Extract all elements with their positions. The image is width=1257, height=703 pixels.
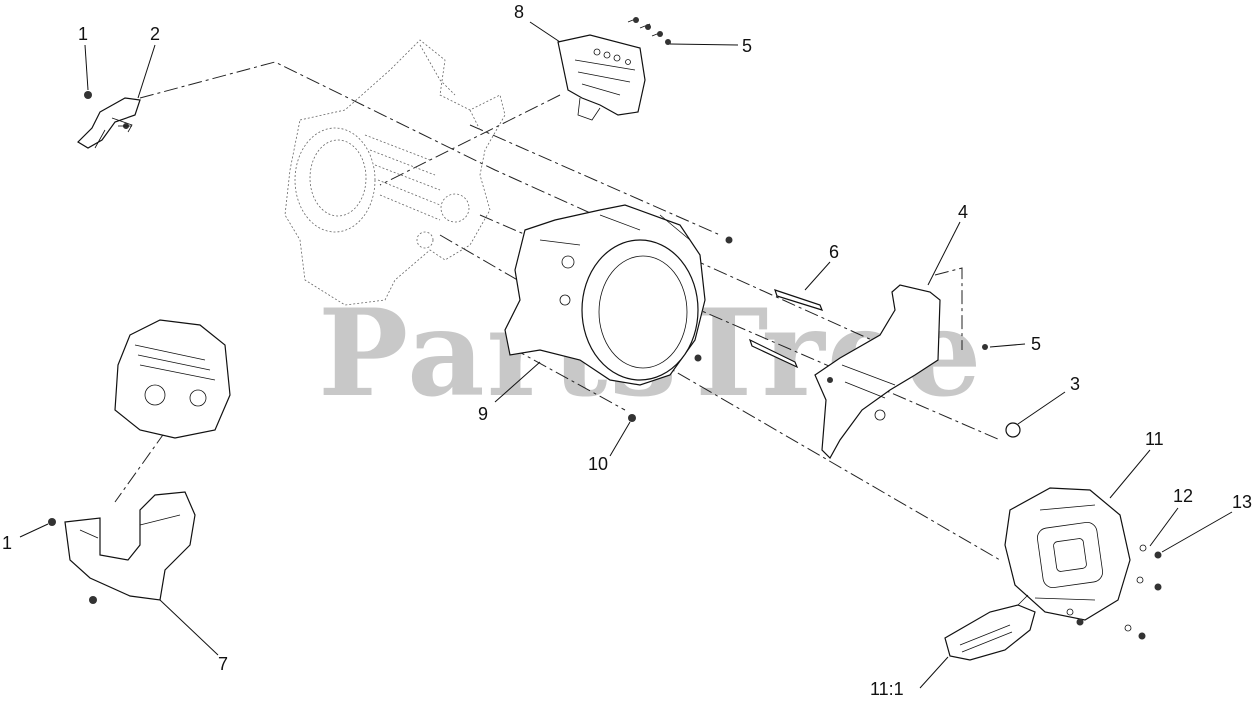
callout-9: 9 <box>478 404 488 424</box>
callout-10: 10 <box>588 454 608 474</box>
callout-7: 7 <box>218 654 228 674</box>
part-9-blower-housing <box>504 204 733 386</box>
callout-1: 1 <box>2 533 12 553</box>
part-2-bracket <box>77 91 141 149</box>
cylinder-head <box>114 319 231 439</box>
part-8-shield <box>557 17 671 121</box>
assembly-line <box>511 347 626 411</box>
part-5-screws-top <box>627 17 671 45</box>
part-1-nut <box>84 91 92 99</box>
part-11-1-handle <box>944 594 1036 661</box>
part-3-nut <box>1005 422 1021 438</box>
callout-2: 2 <box>150 24 160 44</box>
leader-lines <box>19 21 1233 689</box>
assembly-line <box>114 431 166 503</box>
part-7-lower-shield <box>48 491 196 604</box>
callout-8: 8 <box>514 2 524 22</box>
callout-12: 12 <box>1173 486 1193 506</box>
callout-4: 4 <box>958 202 968 222</box>
part-12-washer <box>1139 544 1147 552</box>
callout-1: 1 <box>78 24 88 44</box>
part-13-bolt <box>1154 551 1162 559</box>
callout-13: 13 <box>1232 492 1252 512</box>
assembly-line <box>379 94 561 186</box>
part-6-studs <box>748 289 824 369</box>
part-5-screw <box>982 344 988 350</box>
callout-11: 11 <box>1145 429 1164 449</box>
part-4-bracket <box>814 284 1021 459</box>
assembly-line <box>469 124 721 236</box>
part-10-screw <box>628 414 636 422</box>
callout-6: 6 <box>829 242 839 262</box>
engine-block <box>284 39 506 306</box>
part-11-recoil-starter <box>1004 487 1162 640</box>
part-1-screw <box>48 518 56 526</box>
callout-3: 3 <box>1070 374 1080 394</box>
callout-5: 5 <box>1031 334 1041 354</box>
callout-5: 5 <box>742 36 752 56</box>
part-screw <box>725 236 733 244</box>
callout-11-1: 11:1 <box>870 679 904 699</box>
assembly-line <box>934 267 963 350</box>
part-screw <box>694 354 702 362</box>
